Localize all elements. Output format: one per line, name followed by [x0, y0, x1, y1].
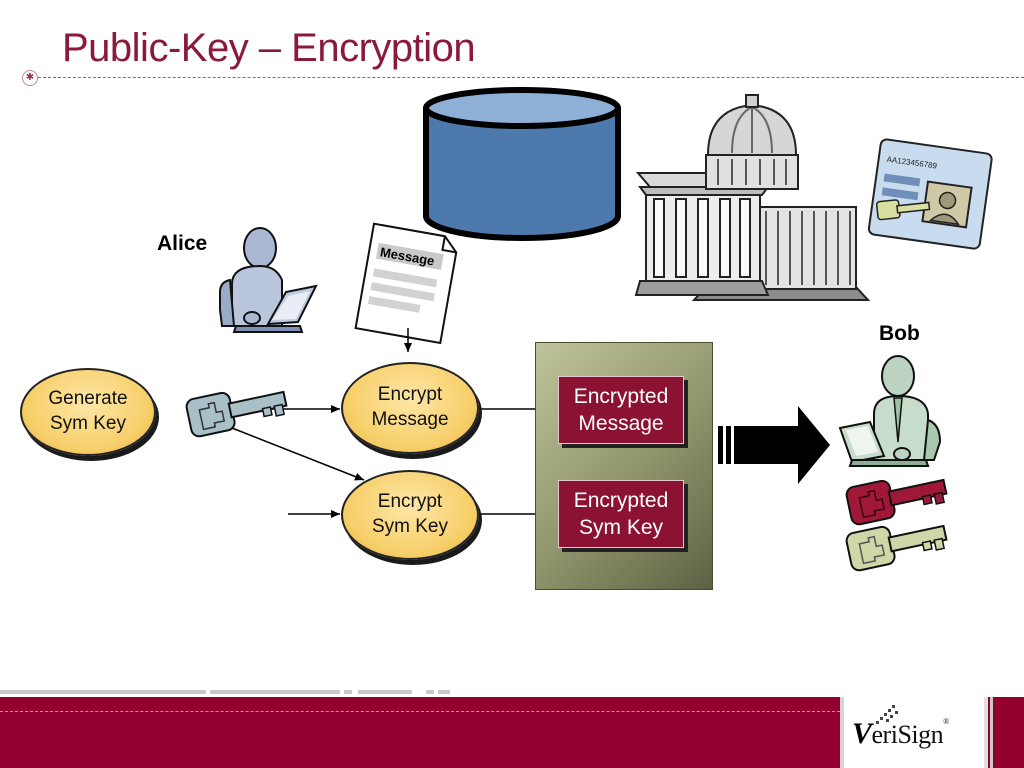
- alice-label: Alice: [157, 232, 208, 255]
- footer-deco-bar: [426, 690, 434, 694]
- public-key-icon: [845, 524, 948, 572]
- verisign-logo: VeriSign®: [840, 697, 984, 768]
- document-icon: Message: [354, 222, 458, 345]
- footer-edge: [990, 697, 993, 768]
- footer-deco-bar: [438, 690, 450, 694]
- key-icon: [185, 390, 288, 438]
- footer-deco-bar: [0, 690, 206, 694]
- arrow-key-to-encrypt-key: [231, 427, 365, 481]
- bob-label: Bob: [879, 322, 920, 345]
- send-arrow-icon: [718, 406, 830, 484]
- user-laptop-icon: [838, 355, 942, 467]
- encrypt-sym-key-process: Encrypt Sym Key: [341, 470, 479, 560]
- slide-title: Public-Key – Encryption: [62, 26, 476, 70]
- id-card-icon: AA123456789: [867, 138, 993, 250]
- footer-deco-bar: [210, 690, 340, 694]
- encrypted-message-box: Encrypted Message: [558, 376, 684, 444]
- private-key-icon: [845, 478, 948, 526]
- footer-divider: [0, 711, 840, 712]
- generate-sym-key-process: Generate Sym Key: [20, 368, 156, 456]
- title-divider: [38, 77, 1024, 78]
- government-building-icon: [634, 94, 871, 301]
- logo-initial: V: [852, 717, 872, 750]
- footer-edge: [984, 697, 988, 768]
- encrypted-sym-key-box: Encrypted Sym Key: [558, 480, 684, 548]
- encrypt-message-process: Encrypt Message: [341, 362, 479, 454]
- database-icon: [423, 87, 621, 241]
- logo-registered-mark: ®: [943, 717, 949, 726]
- user-laptop-icon: [219, 227, 318, 333]
- footer-deco-bar: [344, 690, 352, 694]
- footer-deco-bar: [358, 690, 412, 694]
- logo-checkmark-icon: [876, 705, 898, 724]
- title-bullet-icon: ✱: [22, 70, 38, 86]
- logo-wordmark: eriSign: [871, 720, 944, 749]
